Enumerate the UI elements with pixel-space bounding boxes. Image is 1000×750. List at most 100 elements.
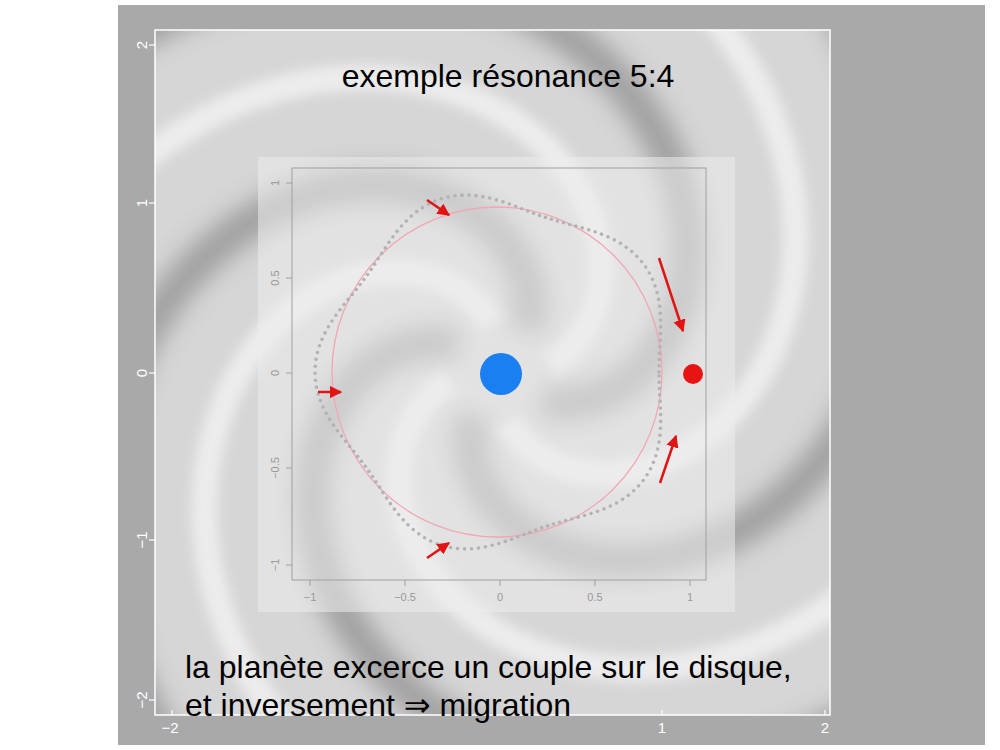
orbit-dot <box>659 420 663 424</box>
orbit-dot <box>440 197 444 201</box>
inner-x-tick: −0.5 <box>394 591 416 603</box>
orbit-dot <box>327 325 331 329</box>
orbit-dot <box>640 260 644 264</box>
orbit-dot <box>534 528 538 532</box>
orbit-dot <box>373 262 377 266</box>
orbit-dot <box>378 485 382 489</box>
orbit-dot <box>495 198 499 202</box>
orbit-dot <box>423 536 427 540</box>
orbit-dot <box>446 195 450 199</box>
outer-y-tick: −1 <box>133 531 150 548</box>
orbit-dot <box>657 374 661 378</box>
orbit-dot <box>600 232 604 236</box>
orbit-dot <box>657 440 661 444</box>
orbit-dot <box>417 532 421 536</box>
inner-y-tick: 0.5 <box>269 270 281 285</box>
orbit-dot <box>558 520 562 524</box>
orbit-dot <box>324 412 328 416</box>
orbit-dot <box>546 524 550 528</box>
slide-caption: la planète excerce un couple sur le disq… <box>185 648 810 724</box>
orbit-dot <box>344 440 348 444</box>
orbit-dot <box>637 484 641 488</box>
orbit-dot <box>564 519 568 523</box>
orbit-dot <box>658 387 662 391</box>
orbit-dot <box>659 318 663 322</box>
outer-x-tick: 1 <box>658 719 666 736</box>
orbit-dot <box>332 423 336 427</box>
plot-area <box>155 30 830 715</box>
orbit-dot <box>503 540 507 544</box>
inner-x-tick: 1 <box>687 591 693 603</box>
torque-arrows <box>318 200 683 558</box>
orbit-dot <box>320 337 324 341</box>
orbit-dot <box>336 429 340 433</box>
orbit-dot <box>593 230 597 234</box>
orbit-dot <box>354 288 358 292</box>
inner-y-tick: 0 <box>269 370 281 376</box>
orbit-dot <box>528 530 532 534</box>
orbit-dot <box>410 214 414 218</box>
orbit-dot <box>580 226 584 230</box>
orbit-dot <box>360 460 364 464</box>
inner-y-tick: −0.5 <box>269 457 281 479</box>
orbit-dot <box>415 210 419 214</box>
orbit-dot <box>352 450 356 454</box>
orbit-dot <box>659 426 663 430</box>
orbit-dot <box>657 298 661 302</box>
orbit-dot <box>397 513 401 517</box>
orbit-dot <box>657 380 661 384</box>
plot-border <box>155 30 830 715</box>
orbit-dot <box>574 224 578 228</box>
orbit-dot <box>340 434 344 438</box>
orbit-dot <box>556 219 560 223</box>
orbit-dot <box>387 241 391 245</box>
inner-x-tick: 0 <box>497 591 503 603</box>
orbit-dot <box>449 546 453 550</box>
orbit-dot <box>318 344 322 348</box>
orbit-dot <box>346 298 350 302</box>
orbit-dot <box>385 496 389 500</box>
orbit-dot <box>313 364 317 368</box>
orbit-dot <box>314 378 318 382</box>
orbit-dot <box>653 284 657 288</box>
orbit-dot <box>400 224 404 228</box>
orbit-dot <box>328 418 332 422</box>
orbit-dot <box>508 202 512 206</box>
inner-x-tick: 0.5 <box>587 591 602 603</box>
resonant-orbit-dots <box>313 193 662 550</box>
orbit-dot <box>334 313 338 317</box>
orbit-dot <box>540 526 544 530</box>
orbit-dot <box>659 325 663 329</box>
orbit-dot <box>313 371 317 375</box>
orbit-dot <box>641 479 645 483</box>
orbit-dot <box>316 351 320 355</box>
outer-y-tick: 2 <box>133 41 150 49</box>
orbit-dot <box>655 291 659 295</box>
orbit-dot <box>510 537 514 541</box>
outer-y-tick: 1 <box>133 199 150 207</box>
orbit-dot <box>460 193 464 197</box>
orbit-dot <box>433 199 437 203</box>
planet <box>683 364 703 384</box>
orbit-dot <box>589 512 593 516</box>
orbit-dot <box>648 271 652 275</box>
orbit-dot <box>456 547 460 551</box>
orbit-dot <box>570 517 574 521</box>
orbit-dot <box>404 219 408 223</box>
orbit-dot <box>330 319 334 323</box>
orbit-dot <box>516 535 520 539</box>
orbit-dot <box>656 447 660 451</box>
inner-y-tick: 1 <box>269 180 281 186</box>
orbit-dot <box>323 331 327 335</box>
orbit-dot <box>362 278 366 282</box>
orbit-dot <box>635 255 639 259</box>
orbit-dot <box>626 493 630 497</box>
orbit-dot <box>583 514 587 518</box>
orbit-dot <box>371 475 375 479</box>
orbit-dot <box>435 542 439 546</box>
orbit-dot <box>576 515 580 519</box>
outer-y-tick: −2 <box>133 691 150 708</box>
